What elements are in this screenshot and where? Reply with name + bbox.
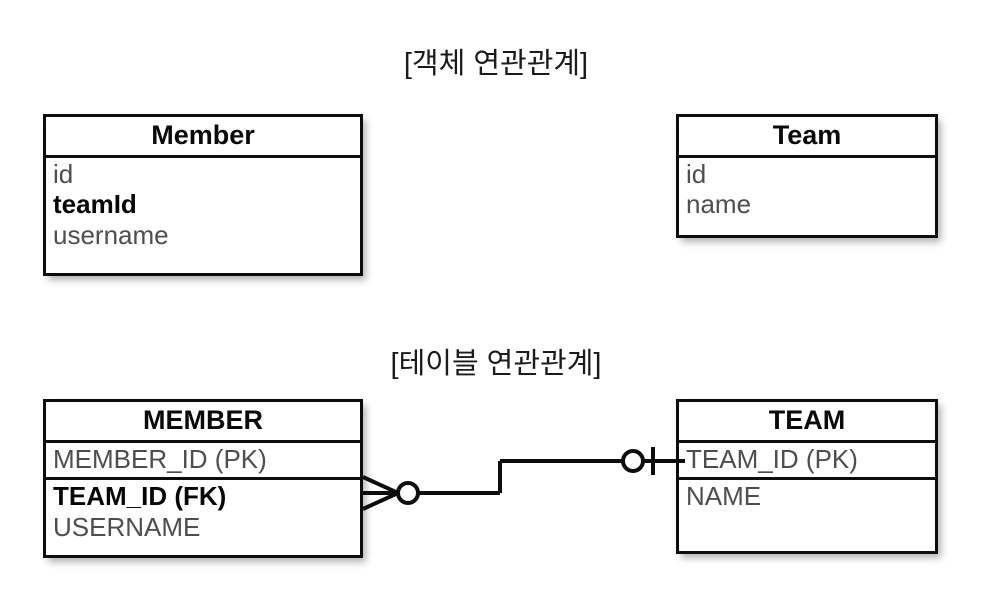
column-team-id-pk: TEAM_ID (PK) xyxy=(686,444,858,474)
field-member-id: id xyxy=(53,159,74,189)
cardinality-zero-circle-member xyxy=(396,481,420,505)
table-pk-compartment-member: MEMBER_ID (PK) xyxy=(46,443,360,477)
entity-box-team: Team id name xyxy=(676,114,938,238)
crowsfoot-prong-lower xyxy=(362,491,399,511)
entity-fields-member: id teamId username xyxy=(46,158,360,253)
entity-box-member: Member id teamId username xyxy=(43,114,363,276)
column-member-username: USERNAME xyxy=(53,511,201,542)
table-columns-compartment-member: TEAM_ID (FK) USERNAME xyxy=(46,477,360,545)
entity-title-member: Member xyxy=(46,117,360,158)
table-title-team: TEAM xyxy=(679,402,935,443)
field-team-name: name xyxy=(686,189,752,220)
field-member-teamid: teamId xyxy=(53,189,137,220)
column-team-name: NAME xyxy=(686,481,762,512)
field-team-id: id xyxy=(686,159,707,189)
column-member-id-pk: MEMBER_ID (PK) xyxy=(53,444,267,474)
table-columns-compartment-team: NAME xyxy=(679,477,935,514)
table-pk-compartment-team: TEAM_ID (PK) xyxy=(679,443,935,477)
table-association-title: [테이블 연관관계] xyxy=(390,348,602,380)
relationship-connector-member-team xyxy=(362,447,685,511)
field-member-username: username xyxy=(53,219,169,250)
table-box-team: TEAM TEAM_ID (PK) NAME xyxy=(676,399,938,554)
object-association-title: [객체 연관관계] xyxy=(403,48,589,80)
table-box-member: MEMBER MEMBER_ID (PK) TEAM_ID (FK) USERN… xyxy=(43,399,363,558)
entity-title-team: Team xyxy=(679,117,935,158)
table-title-member: MEMBER xyxy=(46,402,360,443)
column-member-team-id-fk: TEAM_ID (FK) xyxy=(53,481,227,512)
crowsfoot-prong-upper xyxy=(362,475,399,495)
cardinality-zero-circle-team xyxy=(621,449,645,473)
entity-fields-team: id name xyxy=(679,158,935,223)
